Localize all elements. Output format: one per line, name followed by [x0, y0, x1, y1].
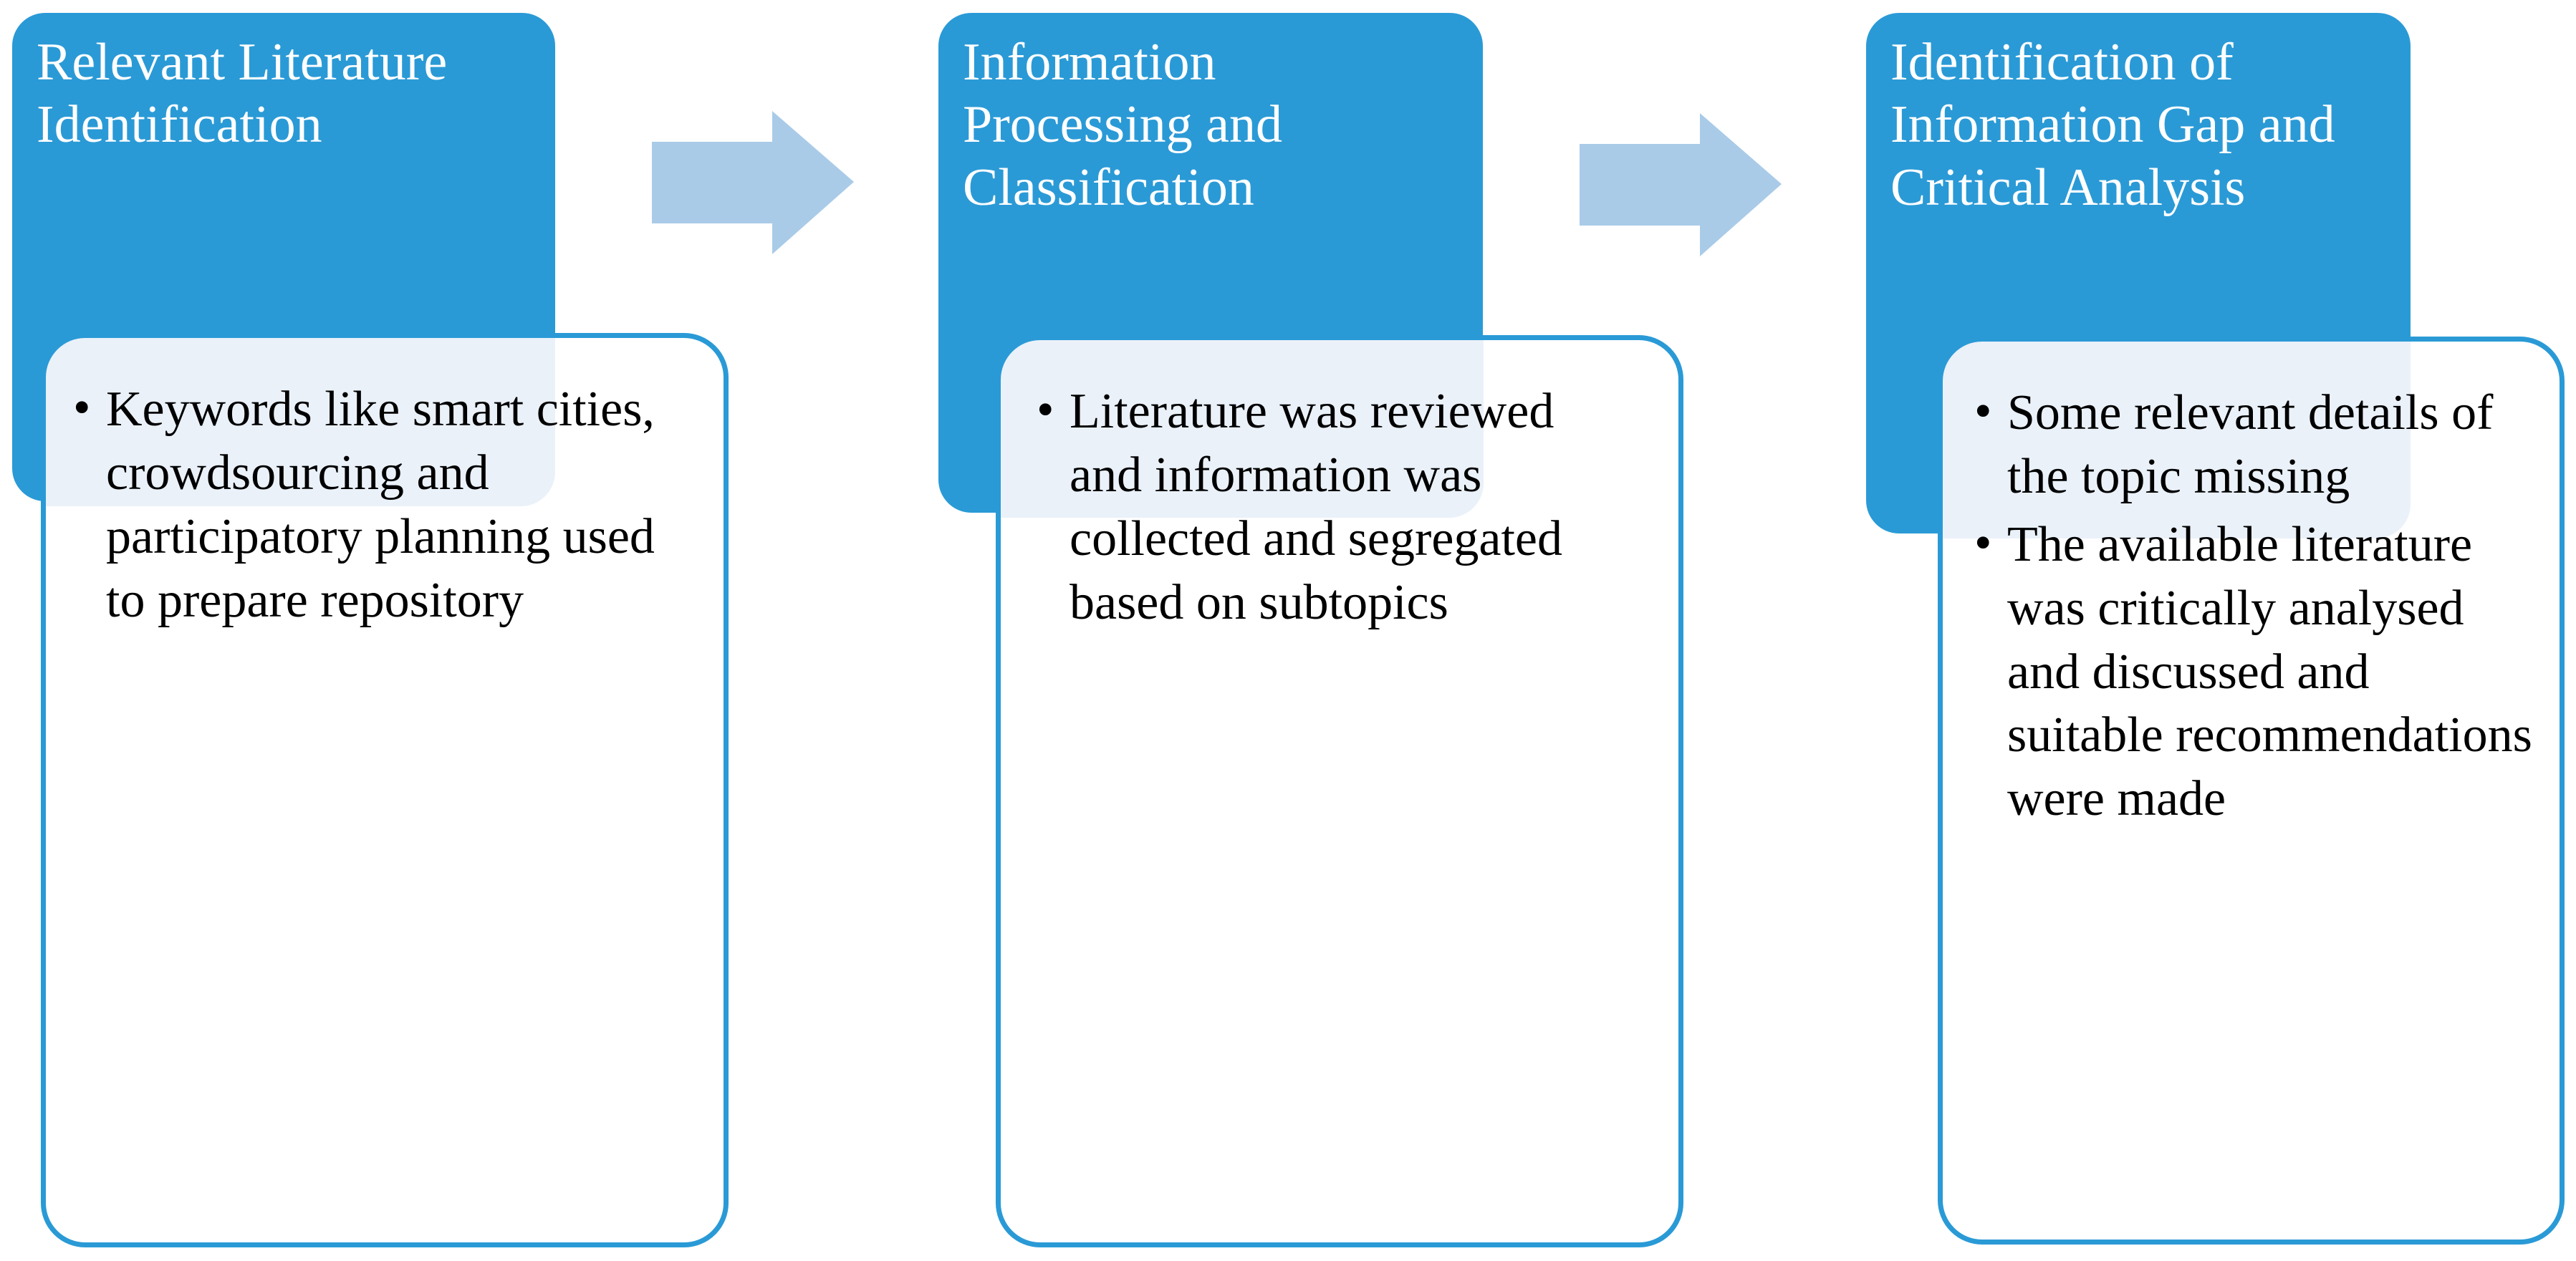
- arrow-2-connector: [1580, 113, 1782, 256]
- stage-2-body-card[interactable]: Literature was reviewed and information …: [996, 335, 1683, 1247]
- right-arrow-icon: [652, 111, 854, 254]
- stage-1-header-text: Relevant Literature Identification: [37, 33, 448, 155]
- stage-3-bullet-list: Some relevant details of the topic missi…: [1943, 342, 2560, 831]
- stage-1-body-card[interactable]: Keywords like smart cities, crowdsourcin…: [41, 333, 729, 1247]
- stage-1-bullet-list: Keywords like smart cities, crowdsourcin…: [46, 338, 724, 633]
- stage-3-body-card[interactable]: Some relevant details of the topic missi…: [1938, 337, 2565, 1245]
- stage-2-bullet-list: Literature was reviewed and information …: [1001, 340, 1678, 635]
- list-item: Some relevant details of the topic missi…: [1974, 380, 2535, 509]
- stage-3-header-text: Identification of Information Gap and Cr…: [1890, 33, 2335, 217]
- stage-2-header-text: Information Processing and Classificatio…: [963, 33, 1282, 217]
- list-item: Keywords like smart cities, crowdsourcin…: [73, 377, 683, 633]
- arrow-1-connector: [652, 111, 854, 254]
- list-item: The available literature was critically …: [1974, 512, 2535, 831]
- list-item: Literature was reviewed and information …: [1037, 379, 1638, 635]
- right-arrow-icon: [1580, 113, 1782, 256]
